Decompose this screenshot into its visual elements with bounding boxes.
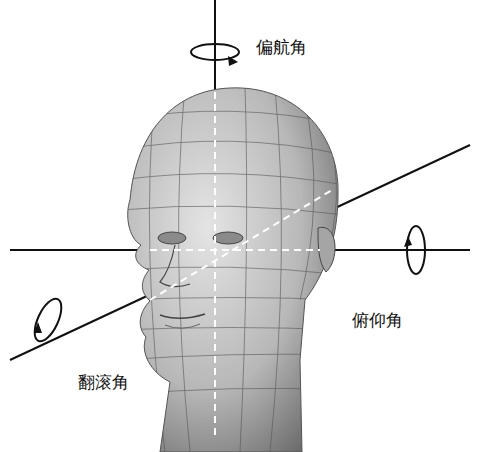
- rotation-arrows: [29, 44, 425, 345]
- arrowheads: [34, 56, 412, 333]
- head-model: [120, 85, 345, 452]
- axis-lines: [10, 0, 470, 452]
- axis-label: 俯仰角: [350, 310, 405, 330]
- axis-label: 翻滚角: [76, 372, 131, 392]
- hidden-axis-lines: [150, 92, 332, 440]
- axis-label: 偏航角: [254, 37, 309, 57]
